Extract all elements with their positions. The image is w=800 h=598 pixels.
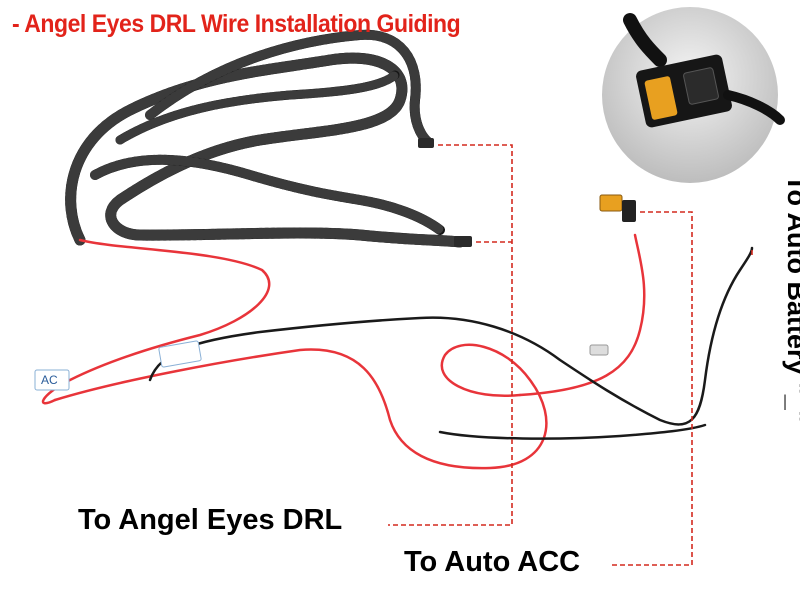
page-title: - Angel Eyes DRL Wire Installation Guidi… [12,10,461,38]
wire-loom [65,29,466,248]
drl-connector-bottom [454,236,472,247]
fuse-tap [589,194,636,356]
battery-wire-tag [158,340,202,368]
drl-connector-top [418,138,434,148]
black-wire [148,246,754,440]
fuse-closeup-inset [602,7,785,183]
acc-label: To Auto ACC [404,546,581,578]
drl-label: To Angel Eyes DRL [78,504,343,536]
drl-guide-line [388,144,513,526]
acc-wire-tag: AC [34,369,70,391]
red-wire [41,233,646,470]
acc-guide-line [612,211,693,566]
guide-lines [388,144,753,566]
battery-label: To Auto Battery "_" [782,175,800,423]
acc-tag-text: AC [41,373,58,387]
